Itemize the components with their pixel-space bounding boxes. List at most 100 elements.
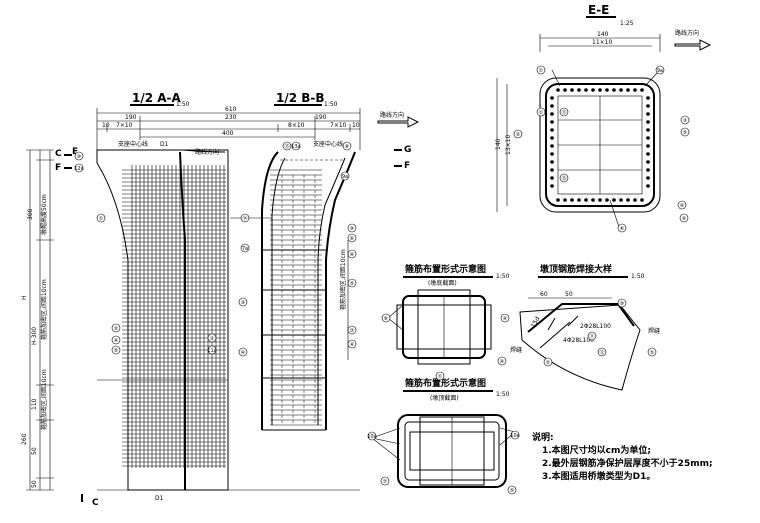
- callout-circle: [347, 249, 357, 259]
- ee-bar-dot: [646, 176, 650, 180]
- ee-bar-dot: [570, 198, 574, 202]
- weld-bar-1: [527, 303, 635, 333]
- callout: ③: [680, 115, 690, 125]
- callout: ②: [111, 323, 121, 333]
- ee-bar-dot: [646, 160, 650, 164]
- callout-circle: [347, 278, 357, 288]
- section-mark-c-bottom: C: [92, 498, 99, 508]
- aa-title: 1/2 A-A: [132, 91, 182, 105]
- callout: 11a: [207, 345, 217, 355]
- ee-height-sub: 13×10: [505, 135, 512, 155]
- callout-label: ⑪: [589, 333, 594, 340]
- callout-label: ④: [500, 359, 505, 365]
- ee-bar-dot: [640, 198, 644, 202]
- callout: ⑤: [647, 347, 657, 357]
- callout-circle: [617, 223, 627, 233]
- notes-title: 说明:: [532, 433, 554, 443]
- callout: ⑭: [240, 213, 250, 223]
- callout-circle: [500, 313, 510, 323]
- ee-bar-dot: [633, 198, 637, 202]
- ee-sub: 11×10: [592, 39, 612, 46]
- ee-bar-dot: [550, 112, 554, 116]
- callout: ⑫: [597, 347, 607, 357]
- callout-label: ①: [539, 68, 544, 74]
- callout-circle: [543, 357, 553, 367]
- callout-circle: [207, 333, 217, 343]
- route-dir-ee: 路线方向: [675, 29, 699, 37]
- section-mark-f-left: F: [55, 163, 61, 173]
- callout-circle: [238, 297, 248, 307]
- callout-label: ⑤: [350, 281, 354, 287]
- callout-circle: [380, 476, 390, 486]
- ee-bar-dot: [626, 198, 630, 202]
- dim-aa-top: 190: [125, 114, 137, 121]
- ee-bar-dot: [640, 88, 644, 92]
- callout-circle: [74, 151, 84, 161]
- callout-label: 9a: [342, 174, 348, 180]
- notes-panel: 说明: 1.本图尺寸均以cm为单位; 2.最外层钢筋净保护层厚度不小于25mm;…: [532, 432, 752, 484]
- ee-bar-dot: [626, 88, 630, 92]
- callout: ②: [543, 357, 553, 367]
- dim-bb-top: 190: [315, 114, 327, 121]
- callout: 10a: [510, 430, 520, 440]
- callout-label: ⑤: [650, 350, 654, 356]
- weld-tag-2: 4Φ28L100: [563, 337, 594, 344]
- callout-label: ④: [350, 252, 355, 258]
- callout-label: 10a: [367, 434, 376, 440]
- bearing-center-left: 支座中心线: [118, 140, 148, 148]
- callout-circle: [342, 141, 352, 151]
- ee-bar-dot: [646, 120, 650, 124]
- callout-circle: [111, 323, 121, 333]
- callout-circle: [680, 127, 690, 137]
- callout-circle: [679, 213, 689, 223]
- dim-aa-sub1: 10: [102, 122, 110, 129]
- callout-circle: [536, 107, 546, 117]
- callout: ⑬: [559, 107, 569, 117]
- callout-label: ⑩: [620, 301, 625, 307]
- callout-label: ④: [680, 203, 685, 209]
- callout: 13a: [291, 141, 301, 151]
- callout-label: ⑥: [350, 236, 355, 242]
- section-mark-e: E: [72, 147, 78, 157]
- callout-label: ⑧: [345, 144, 350, 150]
- callout: ④: [497, 356, 507, 366]
- ee-bar-dots: [550, 88, 650, 202]
- callout-label: ⑭: [242, 215, 247, 222]
- ee-bar-dot: [646, 136, 650, 140]
- callout-circle: [497, 356, 507, 366]
- callout: 12a: [74, 163, 84, 173]
- dim-bb-sub1: 8×10: [288, 122, 305, 129]
- left-h3: H-300: [31, 327, 38, 345]
- weld-detail: 墩顶钢筋焊接大样 1:50 60 50 焊缝 焊缝 2Φ28L100 4Φ28L…: [510, 263, 660, 391]
- callout-circle: [240, 213, 250, 223]
- callout-circle: [559, 107, 569, 117]
- callout-label: ⑬: [561, 109, 566, 116]
- ee-outer: [539, 77, 661, 213]
- callout: ①: [435, 371, 445, 381]
- ee-bar-dot: [646, 184, 650, 188]
- ee-bar-dot: [646, 168, 650, 172]
- section-aa-bb: 1/2 A-A 1:50 1/2 B-B 1:50 610 190 230 19…: [21, 91, 420, 508]
- callout-label: ⑥: [384, 316, 389, 322]
- callout-label: ⑤: [114, 348, 118, 354]
- stirrup-diagram-bottom: 箍筋布置形式示意图 1:50 (墩底截面): [396, 263, 510, 365]
- note-item-2: 2.最外层钢筋净保护层厚度不小于25mm;: [542, 459, 713, 469]
- callout: ⑥: [617, 223, 627, 233]
- weld-label-2: 焊缝: [648, 327, 660, 335]
- ee-bar-dot: [646, 112, 650, 116]
- ladder-label-3: 箍筋加密区,间距10cm: [40, 369, 48, 430]
- callout-label: 12a: [74, 166, 83, 172]
- ee-bar-dot: [577, 198, 581, 202]
- callout: ②: [513, 129, 523, 139]
- weld-50: 50: [565, 291, 573, 298]
- dim-mid-top: 230: [225, 114, 237, 121]
- callout-label: ⑥: [620, 226, 625, 232]
- section-ee: E-E 1:25 140 11×10 路线方向 140 13×10: [495, 3, 712, 213]
- ee-bar-dot: [612, 88, 616, 92]
- ee-bar-dot: [584, 88, 588, 92]
- callout-label: ②: [114, 326, 119, 332]
- left-h6: 50: [31, 447, 38, 455]
- callout: ①: [536, 107, 546, 117]
- note-item-3: 3.本图适用桥墩类型为D1。: [542, 472, 656, 482]
- callout-circle: [680, 115, 690, 125]
